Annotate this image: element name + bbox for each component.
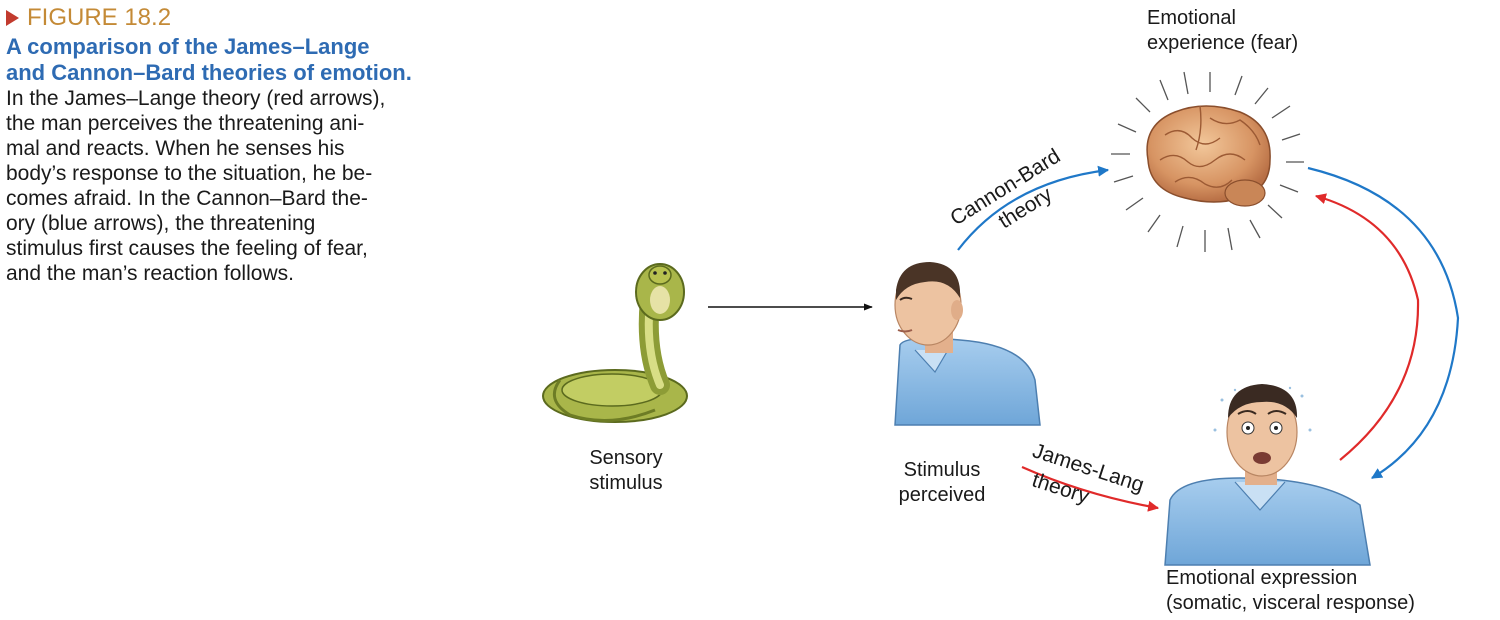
caption-body-line: body’s response to the situation, he be- [6, 162, 373, 185]
label-line: stimulus [589, 472, 663, 494]
label-line: Stimulus [903, 459, 981, 481]
calm-man-illustration [894, 262, 1041, 426]
caption-body: In the James–Lange theory (red arrows), … [6, 86, 486, 286]
figure-label: FIGURE 18.2 [6, 4, 486, 32]
sensory-stimulus-label: Sensory stimulus [560, 446, 692, 496]
caption-body-line: and the man’s reaction follows. [6, 262, 294, 285]
figure-number: FIGURE 18.2 [27, 4, 172, 31]
figure-caption: FIGURE 18.2 A comparison of the James–La… [6, 4, 486, 286]
james-lange-label: James-Lang theory [1029, 439, 1146, 508]
james-lange-arrow-to-brain [1314, 193, 1420, 461]
caption-body-line: In the James–Lange theory (red arrows), [6, 87, 386, 110]
caption-body-line: stimulus first causes the feeling of fea… [6, 237, 368, 260]
label-line: Emotional expression [1166, 567, 1358, 589]
brain-illustration [1111, 71, 1304, 252]
cannon-bard-arrow-to-expression [1307, 166, 1460, 479]
label-line: Sensory [589, 447, 663, 469]
caption-body-line: the man perceives the threatening ani- [6, 112, 365, 135]
caption-title-line: and Cannon–Bard theories of emotion. [6, 60, 412, 85]
label-line: Emotional [1147, 7, 1236, 29]
label-line: experience (fear) [1147, 32, 1299, 54]
caption-title: A comparison of the James–Lange and Cann… [6, 34, 486, 86]
emotional-expression-label: Emotional expression (somatic, visceral … [1166, 566, 1415, 616]
caption-title-line: A comparison of the James–Lange [6, 34, 370, 59]
label-line: (somatic, visceral response) [1166, 592, 1415, 614]
emotional-experience-label: Emotional experience (fear) [1147, 6, 1298, 56]
triangle-bullet-icon [6, 10, 19, 26]
caption-body-line: ory (blue arrows), the threatening [6, 212, 316, 235]
frightened-man-illustration [1164, 384, 1371, 566]
caption-body-line: comes afraid. In the Cannon–Bard the- [6, 187, 368, 210]
stimulus-perceived-label: Stimulus perceived [880, 458, 1004, 508]
cannon-bard-arrow-to-brain [957, 165, 1110, 251]
cobra-illustration [542, 263, 688, 423]
james-lange-arrow-to-expression [1021, 465, 1160, 512]
caption-body-line: mal and reacts. When he senses his [6, 137, 345, 160]
label-line: perceived [898, 484, 986, 506]
cannon-bard-label: Cannon-Bard theory [946, 145, 1064, 234]
